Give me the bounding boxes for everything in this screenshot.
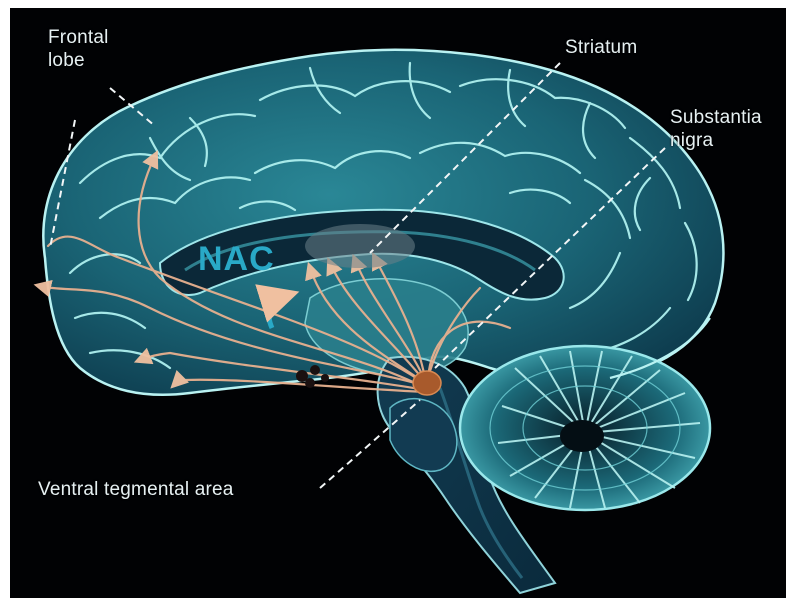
brain-illustration xyxy=(10,8,786,598)
substantia-nigra-label-line1: Substantia xyxy=(670,106,762,129)
frontal-lobe-label: Frontal lobe xyxy=(48,26,109,72)
substantia-nigra-label: Substantia nigra xyxy=(670,106,762,152)
striatum-label: Striatum xyxy=(565,36,637,59)
nac-label: NAC xyxy=(198,240,275,279)
ventral-tegmental-area-label: Ventral tegmental area xyxy=(38,478,234,501)
frontal-lobe-label-line2: lobe xyxy=(48,49,109,72)
vta-nucleus xyxy=(413,371,441,395)
frontal-lobe-label-line1: Frontal xyxy=(48,26,109,49)
striatum-region xyxy=(305,224,415,268)
diagram-frame: Frontal lobe Striatum Substantia nigra N… xyxy=(10,8,786,598)
cerebellum xyxy=(460,346,710,510)
substantia-nigra-label-line2: nigra xyxy=(670,129,762,152)
